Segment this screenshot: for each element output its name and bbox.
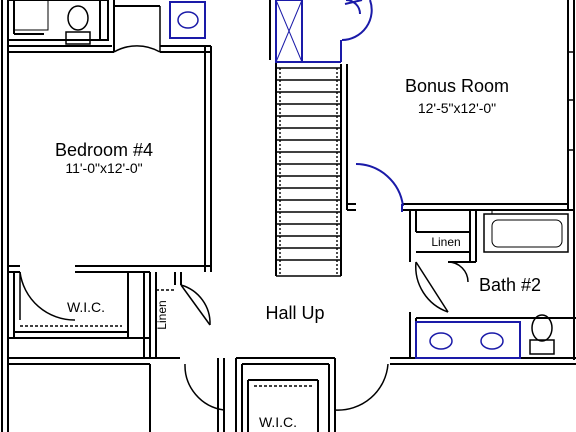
bonus-room-dims: 12'-5"x12'-0": [418, 100, 496, 116]
linen-hall-label: Linen: [155, 300, 169, 329]
door-swings: [13, 0, 574, 411]
room-labels: Bonus Room 12'-5"x12'-0" Bedroom #4 11'-…: [55, 76, 541, 430]
linen-bath-label: Linen: [431, 235, 460, 249]
fixtures: [169, 0, 521, 359]
hall-label: Hall Up: [265, 303, 324, 323]
bedroom-4-dims: 11'-0"x12'-0": [65, 160, 142, 176]
bonus-room-label: Bonus Room: [405, 76, 509, 96]
wic-bottom-label: W.I.C.: [259, 414, 297, 430]
wic-left-label: W.I.C.: [67, 299, 105, 315]
bedroom-4-label: Bedroom #4: [55, 140, 153, 160]
bath-2-label: Bath #2: [479, 275, 541, 295]
staircase: [276, 67, 341, 277]
